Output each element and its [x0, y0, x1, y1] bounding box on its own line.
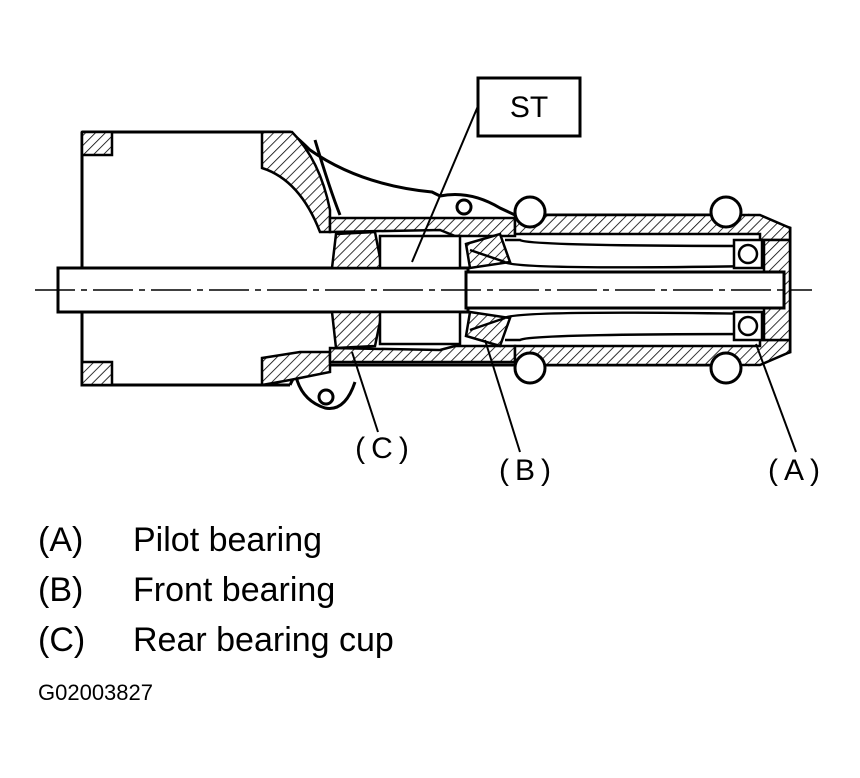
- legend-text: Front bearing: [133, 570, 336, 609]
- bolt-bosses: [317, 195, 743, 406]
- bearing-cross-section-diagram: ST (C) (B) (A): [35, 76, 826, 487]
- leader-lines: [351, 105, 797, 453]
- callout-b: (B): [499, 454, 557, 487]
- legend-text: Rear bearing cup: [133, 620, 394, 659]
- figure-code: G02003827: [38, 680, 153, 705]
- legend: (A) Pilot bearing (B) Front bearing (C) …: [38, 515, 394, 665]
- callout-a: (A): [768, 454, 826, 487]
- legend-item-pilot-bearing: (A) Pilot bearing: [38, 515, 394, 565]
- callout-c: (C): [355, 432, 415, 465]
- legend-item-rear-bearing-cup: (C) Rear bearing cup: [38, 615, 394, 665]
- front-bearing: [464, 232, 512, 348]
- legend-key: (C): [38, 620, 86, 659]
- pilot-bearing: [732, 238, 764, 342]
- tool-label-box: [476, 76, 582, 138]
- legend-text: Pilot bearing: [133, 520, 323, 559]
- legend-key: (A): [38, 520, 84, 559]
- internal-bore: [504, 238, 761, 342]
- rear-bearing-cup: [330, 230, 462, 350]
- tool-label: ST: [510, 91, 548, 124]
- legend-item-front-bearing: (B) Front bearing: [38, 565, 394, 615]
- legend-key: (B): [38, 570, 84, 609]
